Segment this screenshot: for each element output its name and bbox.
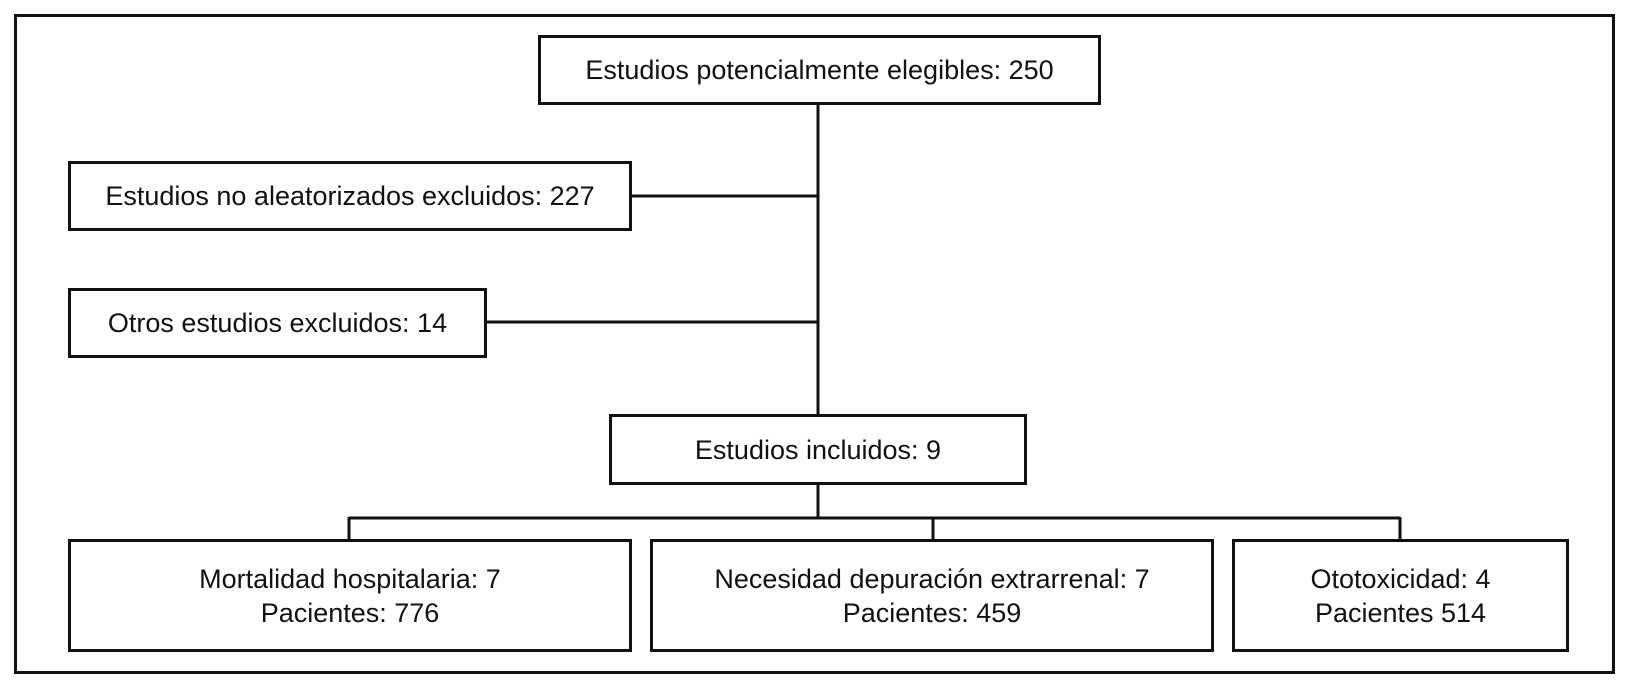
- excluded-non-randomized-box: Estudios no aleatorizados excluidos: 227: [68, 161, 632, 231]
- excluded-other-box: Otros estudios excluidos: 14: [68, 288, 487, 358]
- outcome-patients: Pacientes: 776: [260, 597, 440, 628]
- included-studies-box: Estudios incluidos: 9: [609, 414, 1027, 485]
- outcome-patients: Pacientes: 459: [842, 597, 1022, 628]
- outcome-title: Mortalidad hospitalaria: 7: [199, 563, 501, 594]
- outcome-box-renal-replacement: Necesidad depuración extrarrenal: 7 Paci…: [650, 539, 1214, 652]
- eligible-studies-box: Estudios potencialmente elegibles: 250: [538, 35, 1101, 105]
- outcome-title: Necesidad depuración extrarrenal: 7: [714, 563, 1150, 594]
- eligible-studies-label: Estudios potencialmente elegibles: 250: [585, 55, 1054, 85]
- outcome-patients: Pacientes 514: [1314, 597, 1487, 628]
- included-studies-label: Estudios incluidos: 9: [694, 434, 942, 465]
- excluded-non-randomized-label: Estudios no aleatorizados excluidos: 227: [105, 181, 595, 211]
- outcome-box-ototoxicity: Ototoxicidad: 4 Pacientes 514: [1232, 539, 1569, 652]
- excluded-other-label: Otros estudios excluidos: 14: [107, 308, 448, 338]
- diagram-frame: [14, 14, 1615, 674]
- outcome-box-mortality: Mortalidad hospitalaria: 7 Pacientes: 77…: [68, 539, 632, 652]
- outcome-title: Ototoxicidad: 4: [1310, 563, 1491, 594]
